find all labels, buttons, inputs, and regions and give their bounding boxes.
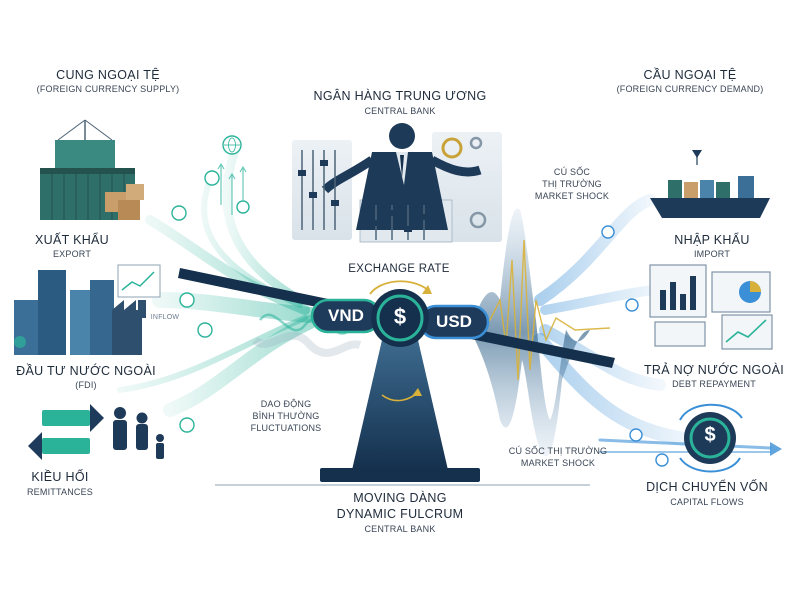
capital-arrow-icon (770, 442, 782, 456)
remittance-family-icon (28, 404, 164, 460)
fulcrum-line3: CENTRAL BANK (364, 524, 436, 534)
supply-flows (117, 145, 318, 417)
globe-icon (224, 137, 240, 153)
import-cargo-ship-icon (650, 150, 770, 218)
demand-subtitle: (FOREIGN CURRENCY DEMAND) (616, 84, 764, 94)
shock-top-line1: CÚ SỐC (553, 167, 591, 177)
fulcrum-line2: DYNAMIC FULCRUM (336, 507, 464, 521)
remittances-title: KIỀU HỐI (31, 470, 89, 484)
fluctuations-line1: DAO ĐỘNG (260, 399, 312, 409)
debt-title: TRẢ NỢ NƯỚC NGOÀI (644, 363, 784, 377)
slider-knobs (298, 160, 428, 232)
fluctuations-line3: FLUCTUATIONS (250, 423, 322, 433)
dollar-symbol: $ (393, 304, 407, 329)
capital-subtitle: CAPITAL FLOWS (670, 497, 744, 507)
supply-title: CUNG NGOẠI TỆ (56, 68, 160, 82)
shock-top-line2: THỊ TRƯỜNG (542, 179, 602, 189)
supply-subtitle: (FOREIGN CURRENCY SUPPLY) (36, 84, 180, 94)
fdi-city-icon (14, 264, 161, 355)
export-subtitle: EXPORT (52, 249, 92, 259)
fulcrum-line1: MOVING DÀNG (353, 491, 447, 505)
market-shock-wave (470, 208, 590, 457)
gear-icon-small (469, 136, 487, 229)
control-sliders-icon (301, 150, 425, 240)
gear-icon (441, 137, 463, 159)
fdi-subtitle: (FDI) (75, 380, 97, 390)
export-container-ship-icon (40, 119, 144, 220)
exchange-rate-label: EXCHANGE RATE (348, 263, 450, 275)
fdi-title: ĐẦU TƯ NƯỚC NGOÀI (16, 364, 156, 378)
usd-label: USD (436, 312, 472, 331)
shock-top-line3: MARKET SHOCK (534, 191, 610, 201)
vnd-label: VND (328, 306, 364, 325)
inflow-tag: INFLOW (150, 314, 180, 321)
remittances-subtitle: REMITTANCES (26, 487, 94, 497)
demand-coin-icons (601, 225, 669, 467)
import-subtitle: IMPORT (693, 249, 731, 259)
fulcrum-pillar (352, 340, 448, 470)
debt-charts-icon (649, 264, 773, 350)
fluctuations-line2: BÌNH THƯỜNG (252, 411, 320, 421)
central-banker-figure (292, 123, 502, 243)
shock-line (469, 239, 611, 381)
shock-bottom-line2: MARKET SHOCK (520, 458, 596, 468)
capital-dollar-symbol: $ (704, 424, 716, 446)
fulcrum-base (320, 468, 480, 482)
central-bank-subtitle: CENTRAL BANK (364, 106, 436, 116)
debt-subtitle: DEBT REPAYMENT (672, 379, 756, 389)
central-bank-title: NGÂN HÀNG TRUNG ƯƠNG (313, 89, 487, 103)
exchange-arrow-icon (369, 280, 429, 295)
import-title: NHẬP KHẨU (674, 233, 750, 247)
capital-title: DỊCH CHUYỂN VỐN (646, 480, 768, 494)
demand-title: CẦU NGOẠI TỆ (643, 68, 737, 82)
capital-flows-coin-icon (679, 403, 743, 473)
shock-bottom-line1: CÚ SỐC THỊ TRƯỜNG (508, 446, 608, 456)
rising-arrows (217, 162, 247, 215)
export-title: XUẤT KHẨU (34, 233, 110, 247)
